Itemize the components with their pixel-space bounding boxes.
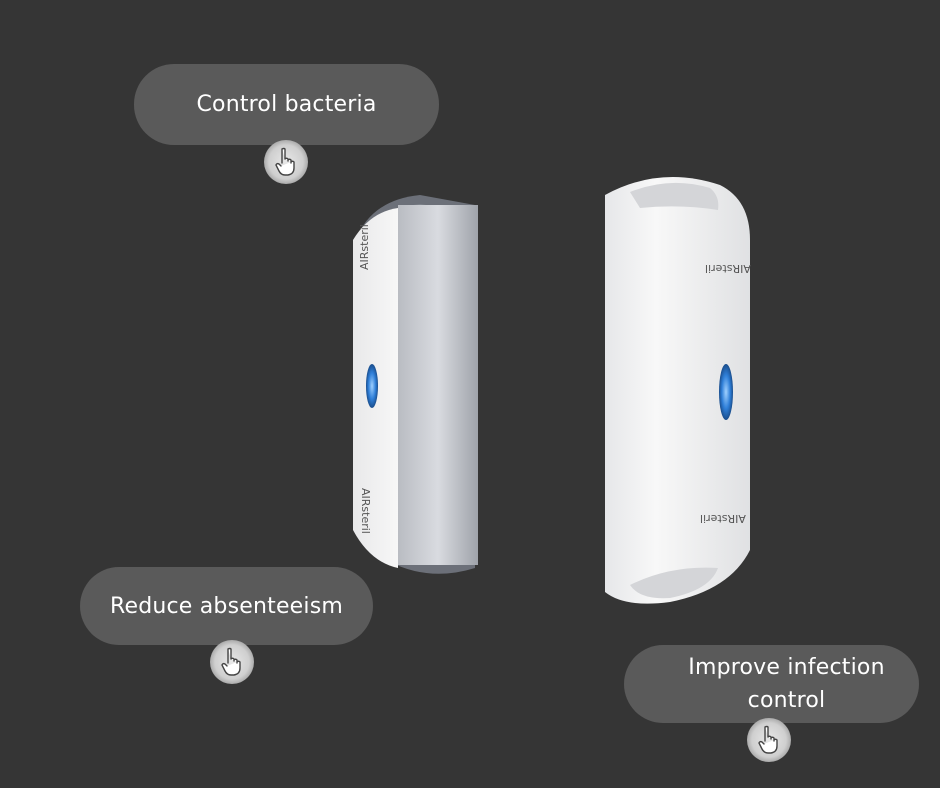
device-brand-label: AIRsteril (705, 262, 751, 275)
callout-control-bacteria: Control bacteria (134, 64, 439, 145)
device-brand-label: AIRsteril (700, 512, 746, 525)
hand-pointing-up-icon[interactable] (210, 640, 254, 684)
air-purifier-silver-image (353, 195, 478, 574)
callout-control-bacteria-text: Control bacteria (196, 92, 377, 117)
device-brand-label: AIRsteril (359, 488, 372, 534)
device-brand-label: AIRsteril (358, 224, 371, 270)
hand-pointing-up-icon[interactable] (747, 718, 791, 762)
callout-reduce-absenteeism: Reduce absenteeism (80, 567, 373, 645)
callout-reduce-absenteeism-text: Reduce absenteeism (109, 593, 344, 619)
callout-improve-infection-line2: control (747, 688, 826, 713)
air-purifier-white-image (605, 177, 750, 604)
callout-improve-infection-control: Improve infection control (624, 645, 919, 723)
callout-improve-infection-line1: Improve infection (688, 655, 885, 680)
hand-pointing-up-icon[interactable] (264, 140, 308, 184)
